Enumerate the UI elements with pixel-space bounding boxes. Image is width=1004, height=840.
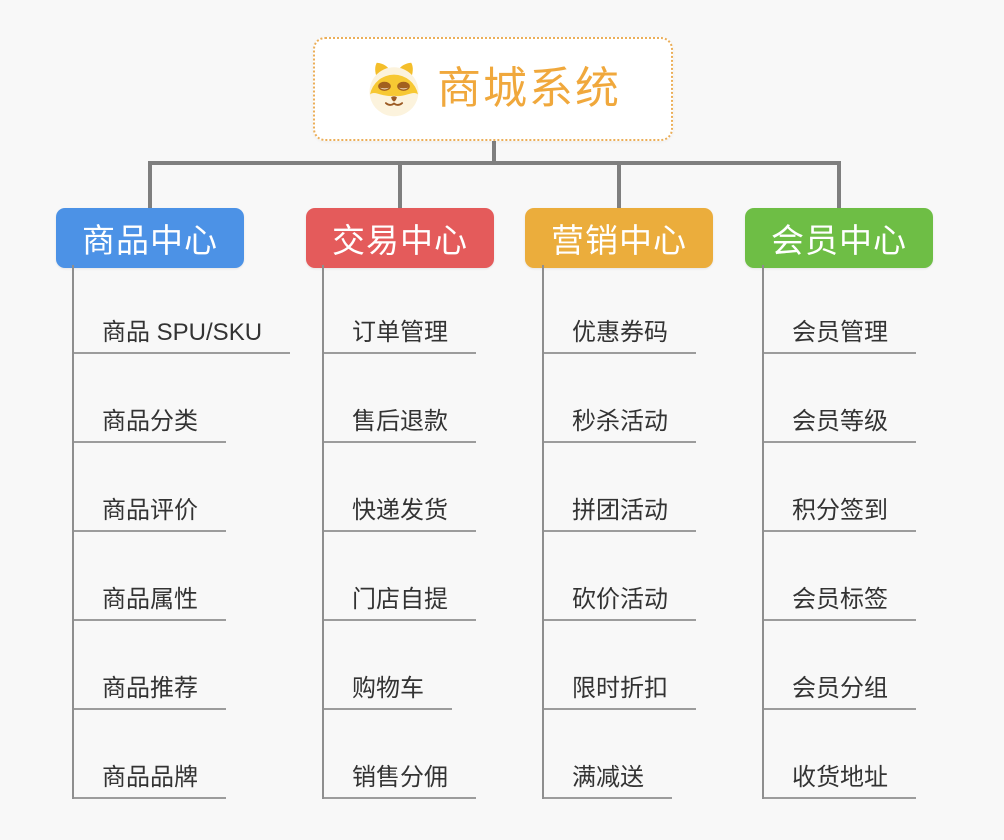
dog-face-icon: [369, 62, 419, 117]
node-item[interactable]: 门店自提: [324, 532, 476, 621]
node-item[interactable]: 商品品牌: [74, 710, 290, 799]
node-item[interactable]: 优惠券码: [544, 265, 696, 354]
node-item[interactable]: 商品分类: [74, 354, 290, 443]
node-item[interactable]: 商品 SPU/SKU: [74, 265, 291, 354]
branch-header-trade-center[interactable]: 交易中心: [306, 208, 494, 268]
branch-header-member-center[interactable]: 会员中心: [745, 208, 933, 268]
branch-header-product-center[interactable]: 商品中心: [56, 208, 244, 268]
node-item[interactable]: 商品评价: [74, 443, 290, 532]
node-item[interactable]: 销售分佣: [324, 710, 476, 799]
node-item[interactable]: 售后退款: [324, 354, 476, 443]
node-item[interactable]: 限时折扣: [544, 621, 696, 710]
root-node[interactable]: 商城系统: [313, 37, 673, 141]
node-item[interactable]: 快递发货: [324, 443, 476, 532]
root-title: 商城系统: [437, 64, 621, 113]
branch-header-marketing-center[interactable]: 营销中心: [525, 208, 713, 268]
branch-children-member-center: 会员管理 会员等级 积分签到 会员标签 会员分组 收货地址: [762, 265, 916, 799]
node-item[interactable]: 会员等级: [764, 354, 916, 443]
node-item[interactable]: 砍价活动: [544, 532, 696, 621]
branch-children-marketing-center: 优惠券码 秒杀活动 拼团活动 砍价活动 限时折扣 满减送: [542, 265, 696, 799]
node-item[interactable]: 收货地址: [764, 710, 916, 799]
branch-children-product-center: 商品 SPU/SKU 商品分类 商品评价 商品属性 商品推荐 商品品牌: [72, 265, 291, 799]
node-item[interactable]: 购物车: [324, 621, 476, 710]
node-item[interactable]: 会员分组: [764, 621, 916, 710]
node-item[interactable]: 积分签到: [764, 443, 916, 532]
node-item[interactable]: 满减送: [544, 710, 696, 799]
node-item[interactable]: 拼团活动: [544, 443, 696, 532]
node-item[interactable]: 订单管理: [324, 265, 476, 354]
branch-children-trade-center: 订单管理 售后退款 快递发货 门店自提 购物车 销售分佣: [322, 265, 476, 799]
node-item[interactable]: 会员标签: [764, 532, 916, 621]
node-item[interactable]: 商品属性: [74, 532, 290, 621]
node-item[interactable]: 秒杀活动: [544, 354, 696, 443]
node-item[interactable]: 商品推荐: [74, 621, 290, 710]
node-item[interactable]: 会员管理: [764, 265, 916, 354]
